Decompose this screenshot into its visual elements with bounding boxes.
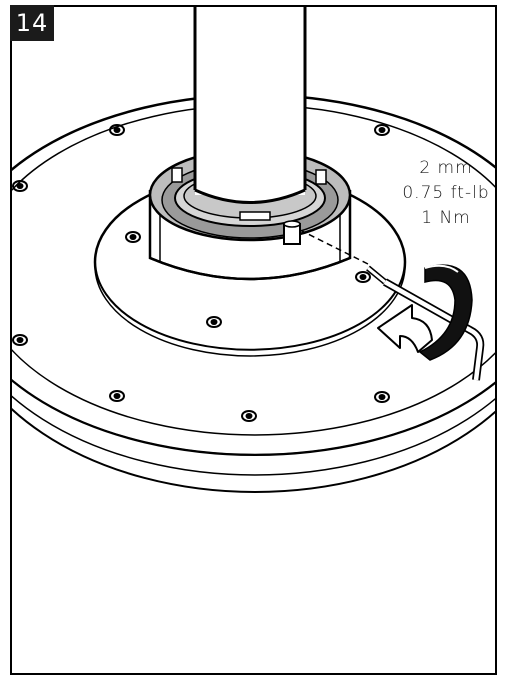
torque-imperial-label: 0.75 ft-lb [402,183,490,203]
torque-metric-label: 1 Nm [421,208,471,228]
hex-size-label: 2 mm [419,158,473,178]
pipe [193,7,307,204]
page-frame [10,5,497,675]
rotation-arrow [377,264,473,361]
step-number-badge: 14 [10,5,54,41]
plate-screws [12,124,390,422]
hex-key [299,229,485,381]
